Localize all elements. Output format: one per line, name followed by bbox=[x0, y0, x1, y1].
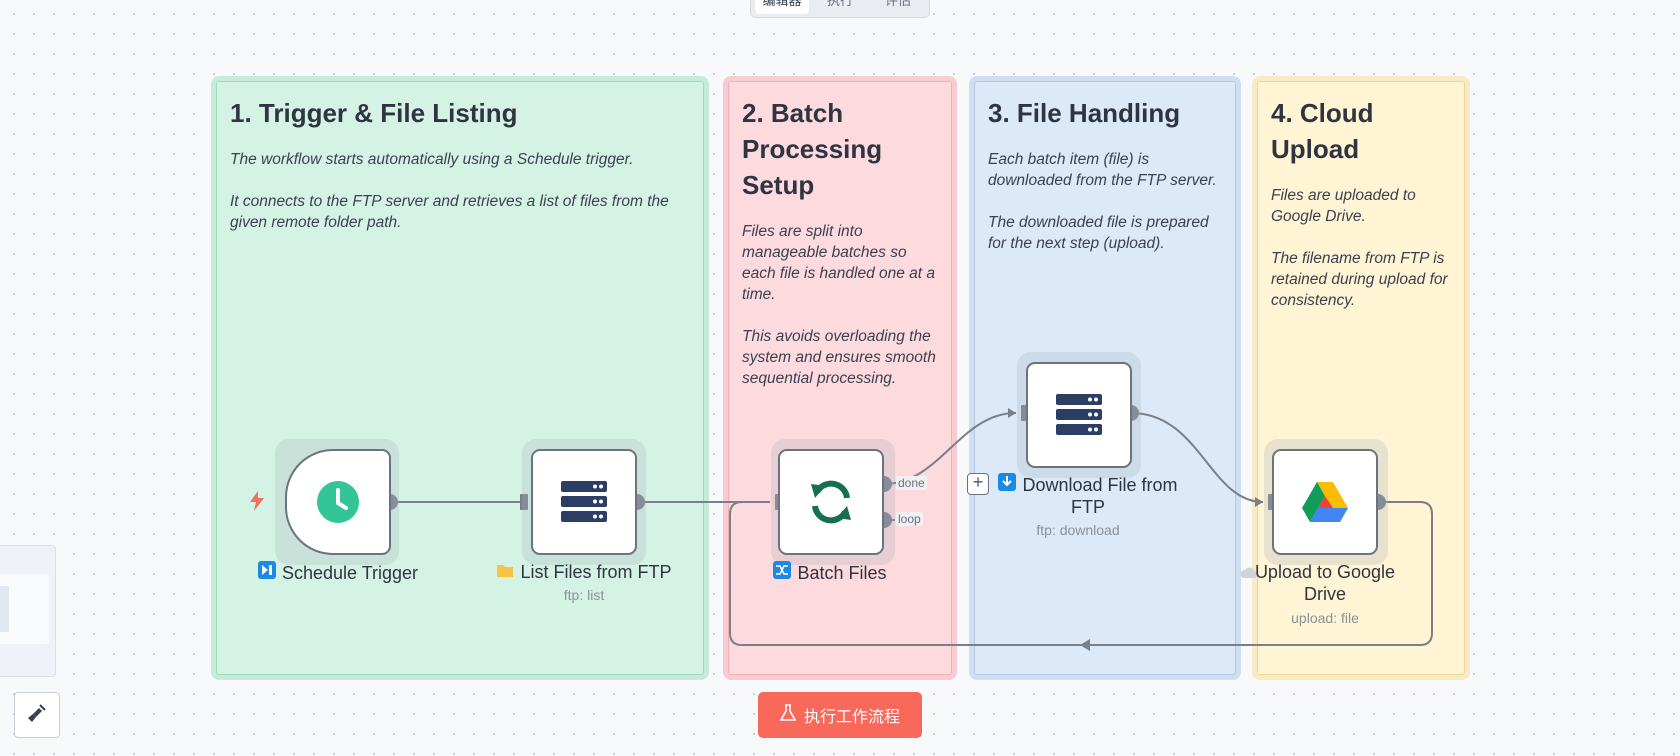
sticky-title: 3. File Handling bbox=[988, 98, 1181, 128]
port-label-loop: loop bbox=[896, 512, 923, 526]
sticky-note-cloud-upload[interactable]: 4. Cloud Upload Files are uploaded to Go… bbox=[1252, 76, 1470, 680]
node-label-download: Download File from FTP bbox=[988, 473, 1188, 518]
node-label-list-files: List Files from FTP bbox=[474, 561, 694, 583]
node-download-file-ftp[interactable] bbox=[1026, 362, 1132, 468]
sticky-text: The downloaded file is prepared for the … bbox=[988, 214, 1209, 252]
execute-workflow-label: 执行工作流程 bbox=[803, 709, 900, 726]
node-label-schedule: Schedule Trigger bbox=[230, 561, 446, 584]
sticky-text: The filename from FTP is retained during… bbox=[1271, 250, 1448, 309]
lightning-icon bbox=[248, 490, 266, 517]
sticky-text: Files are split into manageable batches … bbox=[742, 223, 936, 303]
tab-editor[interactable]: 编辑器 bbox=[755, 0, 809, 14]
sticky-text: Files are uploaded to Google Drive. bbox=[1271, 187, 1416, 225]
input-port bbox=[520, 494, 528, 510]
download-icon bbox=[998, 473, 1017, 496]
tab-evaluations[interactable]: 评估 bbox=[884, 0, 911, 8]
clock-icon bbox=[316, 480, 360, 524]
shuffle-icon bbox=[773, 561, 792, 584]
side-panel[interactable] bbox=[0, 545, 56, 677]
tidy-up-button[interactable] bbox=[14, 692, 60, 738]
sticky-title: 2. Batch Processing Setup bbox=[742, 98, 883, 200]
node-subtitle: ftp: list bbox=[563, 587, 605, 603]
execute-workflow-button[interactable]: 执行工作流程 bbox=[758, 692, 922, 738]
arrow-head bbox=[1008, 408, 1016, 418]
google-drive-icon bbox=[1302, 482, 1348, 522]
sticky-note-file-handling[interactable]: 3. File Handling Each batch item (file) … bbox=[969, 76, 1241, 680]
skip-forward-icon bbox=[257, 561, 276, 584]
node-list-files-ftp[interactable] bbox=[531, 449, 637, 555]
refresh-icon bbox=[807, 478, 855, 526]
sticky-title: 4. Cloud Upload bbox=[1271, 98, 1374, 164]
folder-icon bbox=[496, 561, 514, 583]
sticky-title: 1. Trigger & File Listing bbox=[230, 98, 518, 128]
sticky-note-trigger[interactable]: 1. Trigger & File Listing The workflow s… bbox=[211, 76, 709, 680]
connection-download-to-upload bbox=[1130, 412, 1264, 503]
node-schedule-trigger[interactable] bbox=[285, 449, 391, 555]
flask-icon bbox=[779, 703, 797, 727]
broom-icon bbox=[26, 702, 48, 729]
server-icon bbox=[1056, 394, 1102, 436]
loop-arrow-icon bbox=[1080, 639, 1090, 651]
view-switcher: 编辑器 执行 评估 bbox=[750, 0, 930, 18]
tab-executions[interactable]: 执行 bbox=[826, 0, 853, 8]
cloud-icon bbox=[1240, 566, 1258, 584]
server-icon bbox=[561, 481, 607, 523]
port-label-done: done bbox=[896, 476, 927, 490]
sticky-text: The workflow starts automatically using … bbox=[230, 151, 634, 168]
node-upload-google-drive[interactable] bbox=[1272, 449, 1378, 555]
panel-bar bbox=[0, 586, 9, 632]
node-label-batch: Batch Files bbox=[730, 561, 930, 584]
node-batch-files[interactable] bbox=[778, 449, 884, 555]
sticky-text: It connects to the FTP server and retrie… bbox=[230, 193, 669, 231]
node-subtitle: ftp: download bbox=[1036, 522, 1120, 538]
sticky-text: Each batch item (file) is downloaded fro… bbox=[988, 151, 1217, 189]
node-subtitle: upload: file bbox=[1291, 610, 1359, 626]
node-label-upload: Upload to Google Drive bbox=[1254, 562, 1396, 604]
sticky-note-batch[interactable]: 2. Batch Processing Setup Files are spli… bbox=[723, 76, 957, 680]
sticky-text: This avoids overloading the system and e… bbox=[742, 328, 936, 387]
arrow-head bbox=[1255, 497, 1263, 507]
add-node-button[interactable]: + bbox=[967, 473, 989, 495]
